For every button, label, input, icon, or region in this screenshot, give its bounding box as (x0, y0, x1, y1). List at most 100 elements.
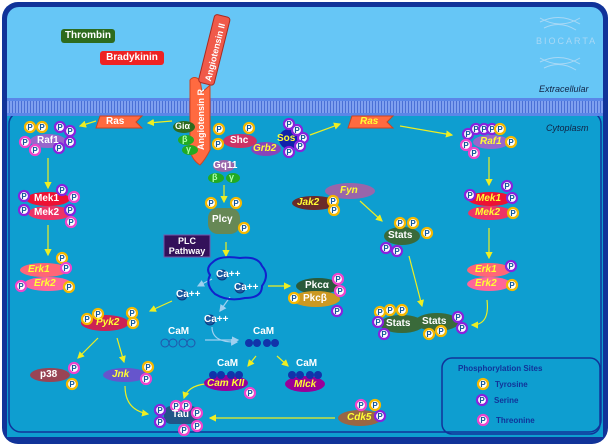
phospho-glyph: P (216, 125, 222, 134)
gq11-shape (213, 160, 235, 172)
ligand-bradykinin: Bradykinin (100, 51, 164, 65)
shc-shape (223, 134, 257, 148)
serine-phospho-icon (373, 409, 387, 423)
ca-bubble (176, 289, 188, 301)
cytoplasm-label: Cytoplasm (546, 123, 589, 133)
p38: p38 (40, 369, 58, 380)
tau: Tau (172, 409, 190, 420)
arrow (124, 385, 150, 417)
serine-phospho-icon (153, 415, 167, 429)
phospho-glyph: P (291, 294, 297, 303)
serine-phospho-icon (504, 259, 518, 273)
ras-left: Ras (106, 116, 125, 127)
threonine-phospho-icon (179, 399, 193, 413)
fyn: Fyn (340, 185, 358, 196)
legend-title: Phosphorylation Sites (458, 364, 543, 373)
serine-phospho-icon (377, 327, 391, 341)
legend-box (441, 357, 601, 435)
pyk2: Pyk2 (96, 317, 120, 328)
threonine-phospho-icon (28, 143, 42, 157)
arrow (146, 118, 173, 127)
tyrosine-phospho-icon (504, 135, 518, 149)
erk2-right: Erk2 (475, 278, 497, 289)
phospho-glyph: P (294, 126, 300, 135)
phospho-glyph: P (157, 418, 163, 427)
serine-phospho-icon (455, 321, 469, 335)
mlck-shape (285, 376, 325, 392)
mek2-left: Mek2 (34, 207, 60, 218)
phospho-glyph: P (68, 218, 74, 227)
arrow (399, 125, 454, 138)
threonine-phospho-icon (243, 386, 257, 400)
mek2-left-shape (28, 206, 72, 220)
phospho-glyph: P (67, 206, 73, 215)
legend-item-threonine: Threonine (496, 416, 535, 425)
phospho-glyph: P (59, 254, 65, 263)
phospho-glyph: P (95, 310, 101, 319)
phospho-glyph: P (504, 182, 510, 191)
tyrosine-phospho-icon (55, 251, 69, 265)
pkc-beta-shape (292, 291, 340, 307)
phospho-glyph: P (215, 140, 221, 149)
stats-top-shape (384, 227, 420, 245)
serine-phospho-icon (282, 145, 296, 159)
serine-phospho-icon (17, 189, 31, 203)
threonine-phospho-icon (459, 138, 473, 152)
legend-item-tyrosine: Tyrosine (495, 380, 528, 389)
serine-phospho-icon (293, 139, 307, 153)
phospho-glyph: P (21, 206, 27, 215)
phospho-glyph: P (241, 224, 247, 233)
phospho-glyph: P (497, 125, 503, 134)
tyrosine-phospho-icon (476, 377, 490, 391)
jnk-shape (103, 368, 147, 382)
threonine-phospho-icon (67, 190, 81, 204)
cam-label-1: CaM (168, 326, 190, 337)
phospho-glyph: P (463, 141, 469, 150)
phospho-glyph: P (410, 219, 416, 228)
gi-gamma-shape (182, 145, 198, 155)
cam-label-2: CaM (253, 326, 275, 337)
phospho-glyph: P (63, 264, 69, 273)
phospho-glyph: P (67, 138, 73, 147)
angiotensin-ii-ligand (198, 14, 231, 86)
stats-top: Stats (388, 230, 413, 241)
stats-a-shape (380, 315, 424, 333)
gi-beta-shape (178, 135, 194, 145)
threonine-phospho-icon (64, 215, 78, 229)
tyrosine-phospho-icon (23, 120, 37, 134)
serine-phospho-icon (53, 120, 67, 134)
mek2-right: Mek2 (475, 207, 501, 218)
tyrosine-phospho-icon (242, 121, 256, 135)
erk1-right-shape (467, 263, 511, 277)
phospho-glyph: P (18, 282, 24, 291)
tyrosine-phospho-icon (395, 303, 409, 317)
brand-logo-text: BIOCARTA (536, 36, 598, 46)
phospho-glyph: P (397, 219, 403, 228)
serine-phospho-icon (153, 403, 167, 417)
phospho-glyph: P (194, 422, 200, 431)
ca-label-2: Ca++ (234, 282, 259, 293)
tyrosine-phospho-icon (91, 307, 105, 321)
phospho-glyph: P (399, 306, 405, 315)
arrow (196, 278, 213, 287)
cell-membrane (7, 98, 603, 116)
cdk5: Cdk5 (347, 412, 372, 423)
phospho-glyph: P (330, 197, 336, 206)
phospho-glyph: P (39, 123, 45, 132)
tyrosine-phospho-icon (383, 303, 397, 317)
cam-label-3: CaM (217, 358, 239, 369)
arrow (309, 122, 342, 136)
arrow (359, 200, 383, 222)
ligand-thrombin: Thrombin (61, 29, 115, 43)
serine-phospho-icon (290, 123, 304, 137)
cam-label-4: CaM (296, 358, 318, 369)
receptor-label: Angiotensin R (196, 89, 206, 150)
arrow (182, 383, 206, 400)
tyrosine-phospho-icon (406, 216, 420, 230)
mek1-right-shape (468, 192, 512, 206)
phospho-glyph: P (181, 426, 187, 435)
arrow (148, 300, 173, 312)
plc-pathway-box (163, 234, 211, 258)
phospho-glyph: P (130, 319, 136, 328)
calcium-store (207, 256, 267, 301)
